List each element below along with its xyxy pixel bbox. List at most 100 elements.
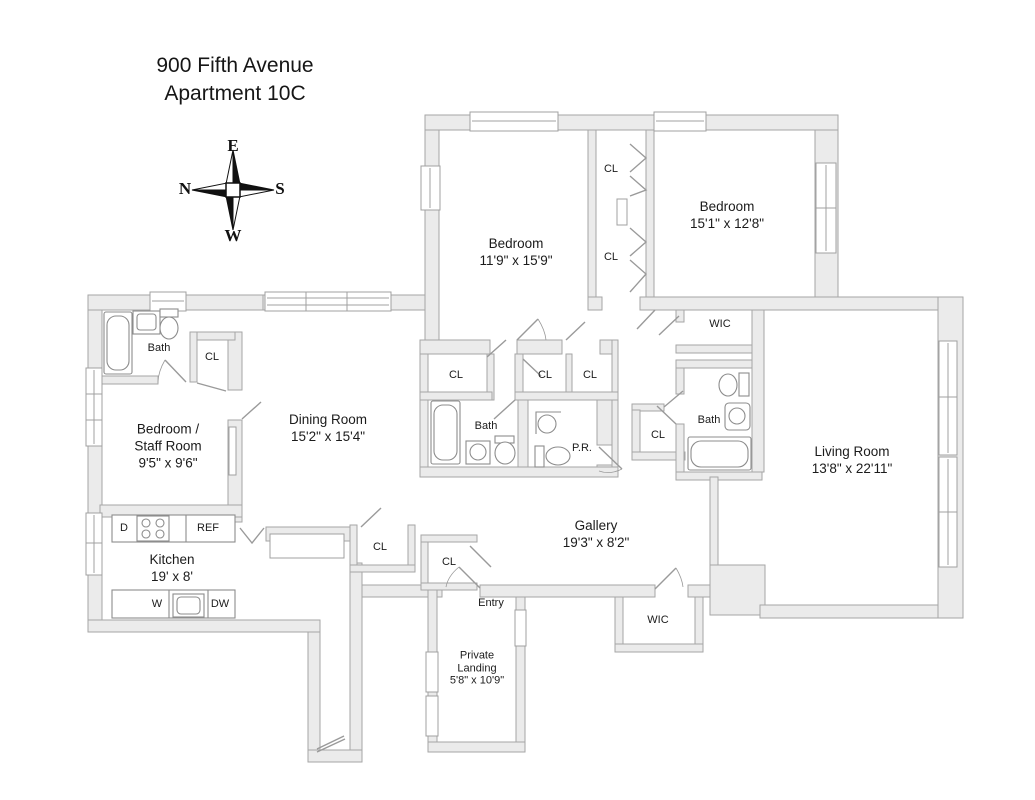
closet-label: CL [448,368,464,381]
toilet-icon [534,445,545,468]
wall-segment [419,466,619,478]
sink-icon [469,443,487,461]
room-name: Landing [457,661,497,674]
window [514,609,527,647]
room-dims: 19' x 8' [151,569,193,584]
wall-segment [587,296,603,311]
pantry-cabinet [269,533,345,559]
wall-segment [419,391,493,401]
wall-segment [759,604,961,619]
wall-segment [419,353,429,478]
door-swing [522,358,542,377]
wall-segment [596,399,613,446]
door-swing [658,315,680,336]
plan-title-line1: 900 Fifth Avenue [156,54,314,77]
wall-segment [587,129,597,298]
bifold-door [629,143,648,173]
wall-segment [87,309,103,633]
bath-label: Bath [147,341,171,354]
room-label-gallery: Gallery 19'3" x 8'2" [563,517,630,551]
room-label-dining-room: Dining Room 15'2" x 15'4" [289,411,367,445]
closet-label: CL [372,540,388,553]
room-name: Kitchen [149,552,195,567]
bath-label: Bath [697,413,721,426]
room-dims: 11'9" x 15'9" [479,253,553,268]
wic-label: WIC [709,317,731,330]
wall-segment [517,399,529,471]
toilet-icon [159,308,179,318]
doors [157,143,684,753]
closet-label: CL [603,162,619,175]
refrigerator-label: REF [197,521,219,534]
washer-label: W [151,597,163,610]
wall-segment [687,584,711,598]
room-name: Bedroom / [136,421,200,437]
closet-label: CL [603,250,619,263]
wall-segment [675,309,685,323]
door-swing [598,446,623,470]
wall-segment [751,309,765,473]
door-arc [675,567,684,588]
wall-segment [307,749,363,763]
door-swing [656,405,677,425]
compass-center [225,182,241,198]
powder-room-label: P.R. [572,441,592,454]
compass-west: W [224,226,242,245]
door-swing [654,567,677,590]
room-name: Bedroom [488,236,544,251]
bathtub-icon [433,404,458,461]
window-mullions [86,120,957,573]
door-swing [469,545,492,568]
kitchen-sink-icon [176,596,201,615]
door-arc [157,359,166,384]
wall-segment [675,471,763,481]
compass-south: S [275,179,285,198]
wall-segment [639,296,941,311]
wall-segment [420,534,478,543]
wall-segment [675,359,763,369]
dryer-label: D [120,521,128,534]
burner-icon [141,518,151,528]
closet-label: CL [650,428,666,441]
bifold-door [629,259,647,293]
room-label-private-landing: Private Landing 5'8" x 10'9" [450,649,504,687]
sink-icon [537,414,557,434]
vanity-icon [535,411,561,434]
plan-title-line2: Apartment 10C [164,82,306,105]
wall-segment [420,534,429,591]
door-arc [598,468,623,473]
swing-door [239,527,265,545]
door-swing [316,738,346,753]
wall-segment [675,423,685,473]
wall-segment [514,391,619,401]
wall-segment [709,564,766,616]
door-swing [458,566,481,589]
wall-segment [675,344,763,354]
wall-segment [349,562,363,759]
door-swing [241,401,262,420]
entry-label: Entry [478,596,504,609]
door-swing [164,359,187,383]
compass-east: E [227,136,239,155]
burner-icon [155,529,165,539]
door-swing [360,507,382,528]
wall-segment [420,582,478,591]
wall-segment [479,584,656,598]
room-dims: 15'2" x 15'4" [290,429,366,444]
burner-icon [155,518,165,528]
stove-icon [136,515,170,542]
kitchen-counter [111,514,236,543]
toilet-icon [545,446,571,466]
room-name: Dining Room [288,412,368,427]
wall-segment [611,339,619,478]
wall-segment [307,631,321,759]
compass-rose [191,149,275,231]
window [425,695,439,737]
wall-segment [87,619,321,633]
door-swing [516,318,539,341]
room-label-kitchen: Kitchen 19' x 8' [149,551,194,585]
window [425,651,439,693]
wall-niche [228,426,237,476]
